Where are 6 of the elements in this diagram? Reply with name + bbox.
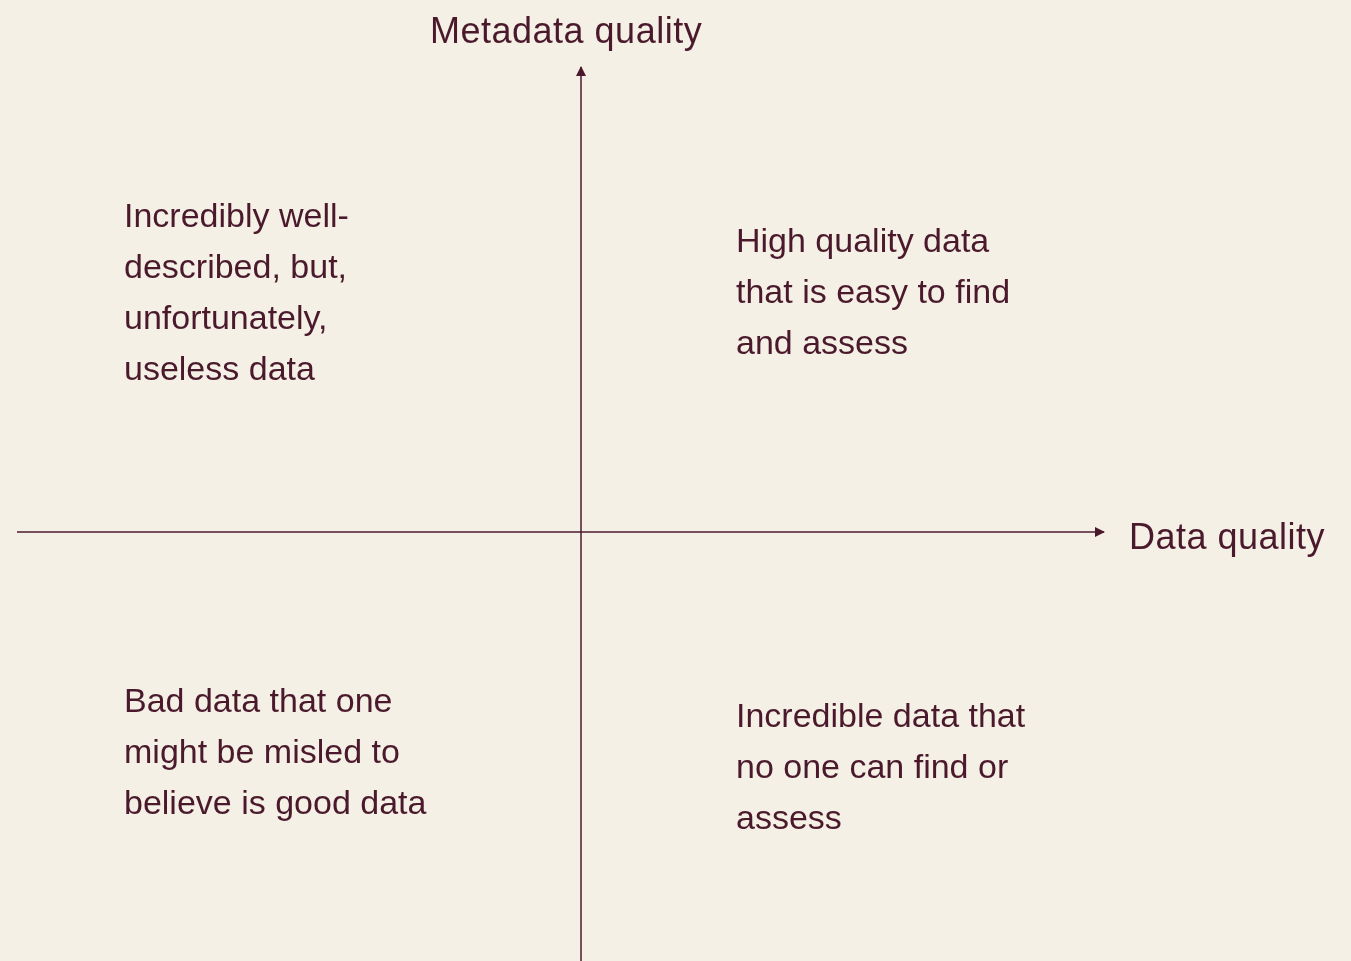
quadrant-text: Incredibly well-described, but, unfortunately, useless data [124,195,350,389]
quadrant-text: Incredible data that no one can find or assess [736,695,1027,838]
axis-title: Metadata quality [430,9,703,53]
quadrant-text: High quality data that is easy to find and assess [736,220,1012,363]
quadrant-text: Bad data that one might be misled to believe is good data [124,680,428,823]
axis-title: Data quality [1129,515,1326,559]
